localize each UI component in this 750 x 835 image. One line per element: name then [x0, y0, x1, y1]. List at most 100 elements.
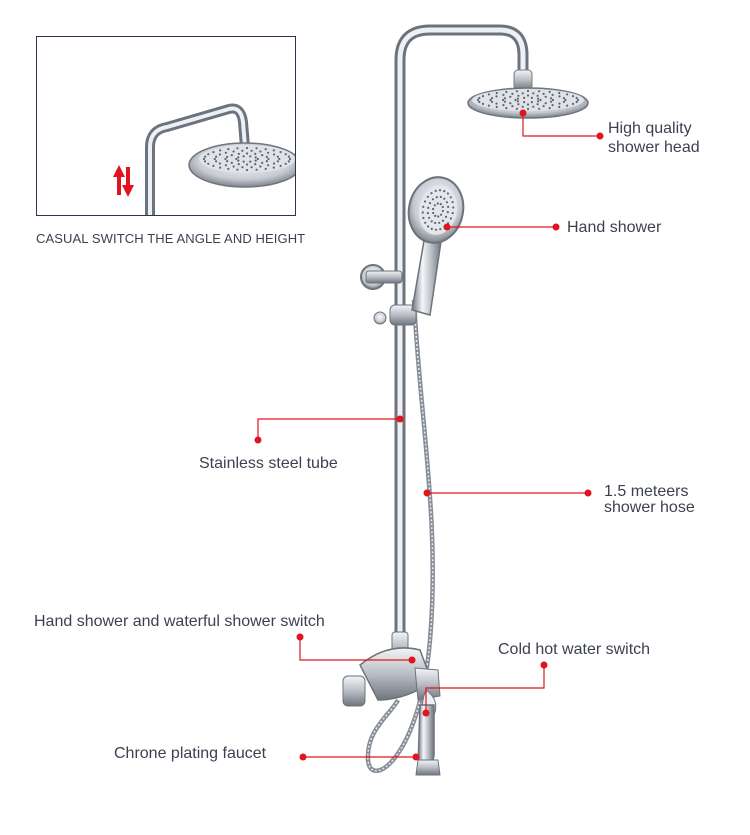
nozzle-dot: [430, 220, 433, 223]
nozzle-dot: [537, 97, 540, 100]
nozzle-dot: [558, 95, 561, 98]
nozzle-dot: [237, 159, 240, 162]
nozzle-dot: [250, 166, 253, 169]
nozzle-dot: [439, 228, 442, 231]
nozzle-dot: [437, 215, 440, 218]
nozzle-dot: [444, 215, 448, 218]
nozzle-dot: [204, 155, 207, 158]
nozzle-dot: [215, 155, 218, 158]
nozzle-dot: [526, 107, 530, 111]
inset-caption: CASUAL SWITCH THE ANGLE AND HEIGHT: [36, 231, 306, 246]
nozzle-dot: [503, 97, 506, 100]
nozzle-dot: [551, 93, 554, 96]
nozzle-dot: [515, 90, 519, 93]
nozzle-dot: [287, 155, 290, 158]
nozzle-dot: [445, 201, 448, 204]
nozzle-dot: [261, 161, 264, 164]
nozzle-dot: [261, 154, 264, 157]
nozzle-dot: [267, 157, 270, 161]
nozzle-dot: [550, 100, 553, 103]
slide-bracket: [360, 264, 417, 326]
nozzle-dot: [218, 162, 221, 165]
inset-detail-box: [36, 36, 296, 216]
nozzle-dot: [267, 164, 270, 167]
nozzle-dot: [446, 211, 449, 214]
nozzle-dot: [424, 221, 427, 224]
nozzle-dot: [566, 93, 569, 96]
nozzle-dot: [230, 161, 233, 164]
nozzle-dot: [523, 101, 526, 104]
nozzle-dot: [276, 155, 279, 158]
nozzle-dot: [478, 100, 481, 104]
nozzle-dot: [551, 104, 554, 107]
nozzle-dot: [564, 98, 567, 102]
nozzle-dot: [523, 96, 526, 99]
nozzle-dot: [443, 190, 446, 193]
nozzle-dot: [245, 146, 249, 150]
nozzle-dot: [537, 100, 540, 103]
nozzle-dot: [227, 167, 230, 170]
rain-shower-head: [467, 69, 589, 119]
nozzle-dot: [526, 103, 530, 106]
nozzle-dot: [521, 92, 524, 95]
nozzle-dot: [428, 216, 431, 219]
nozzle-dot: [241, 149, 244, 152]
nozzle-dot: [207, 162, 210, 165]
nozzle-dot: [224, 157, 227, 161]
nozzle-dot: [526, 94, 530, 97]
nozzle-dot: [422, 205, 425, 208]
nozzle-dot: [236, 147, 239, 150]
nozzle-dot: [566, 104, 569, 107]
nozzle-dot: [273, 153, 276, 156]
nozzle-dot: [245, 168, 249, 172]
nozzle-dot: [434, 228, 438, 231]
nozzle-dot: [481, 95, 485, 98]
tub-spout: [415, 704, 441, 776]
nozzle-dot: [264, 167, 267, 170]
nozzle-dot: [230, 154, 233, 157]
nozzle-dot: [226, 155, 229, 158]
nozzle-dot: [515, 107, 519, 110]
nozzle-dot: [204, 160, 207, 163]
nozzle-dot: [255, 168, 258, 171]
nozzle-dot: [213, 157, 216, 161]
nozzle-dot: [279, 164, 282, 167]
nozzle-dot: [435, 196, 438, 199]
nozzle-dot: [254, 152, 257, 155]
nozzle-dot: [517, 94, 520, 97]
nozzle-dot: [259, 150, 262, 153]
callout-lines: [257, 113, 600, 758]
label-hose-line2: shower hose: [604, 499, 695, 516]
nozzle-dot: [227, 148, 230, 151]
nozzle-dot: [428, 202, 432, 205]
nozzle-dot: [538, 107, 541, 110]
nozzle-dot: [436, 202, 439, 205]
nozzle-dot: [432, 211, 435, 215]
nozzle-dot: [502, 93, 505, 96]
nozzle-dot: [449, 196, 452, 199]
nozzle-dot: [526, 89, 530, 93]
nozzle-dot: [438, 189, 442, 192]
nozzle-dot: [476, 98, 480, 102]
nozzle-dot: [495, 102, 498, 105]
nozzle-dot: [481, 102, 485, 105]
nozzle-dot: [571, 102, 575, 105]
nozzle-dot: [511, 105, 514, 108]
nozzle-dot: [237, 152, 240, 155]
nozzle-dot: [438, 221, 441, 224]
nozzle-dot: [495, 95, 498, 98]
nozzle-dot: [237, 163, 240, 166]
nozzle-dot: [503, 100, 506, 103]
nozzle-dot: [287, 160, 290, 163]
nozzle-dot: [236, 168, 239, 171]
nozzle-dot: [530, 101, 534, 104]
label-shower-switch: Hand shower and waterful shower switch: [34, 613, 325, 630]
nozzle-dot: [265, 155, 268, 158]
nozzle-dot: [451, 212, 454, 215]
nozzle-dot: [575, 100, 578, 104]
nozzle-dot: [245, 152, 249, 155]
label-hose-line1: 1.5 meteers: [604, 483, 689, 500]
nozzle-dot: [202, 157, 206, 161]
nozzle-dot: [490, 100, 494, 103]
nozzle-dot: [550, 97, 553, 100]
